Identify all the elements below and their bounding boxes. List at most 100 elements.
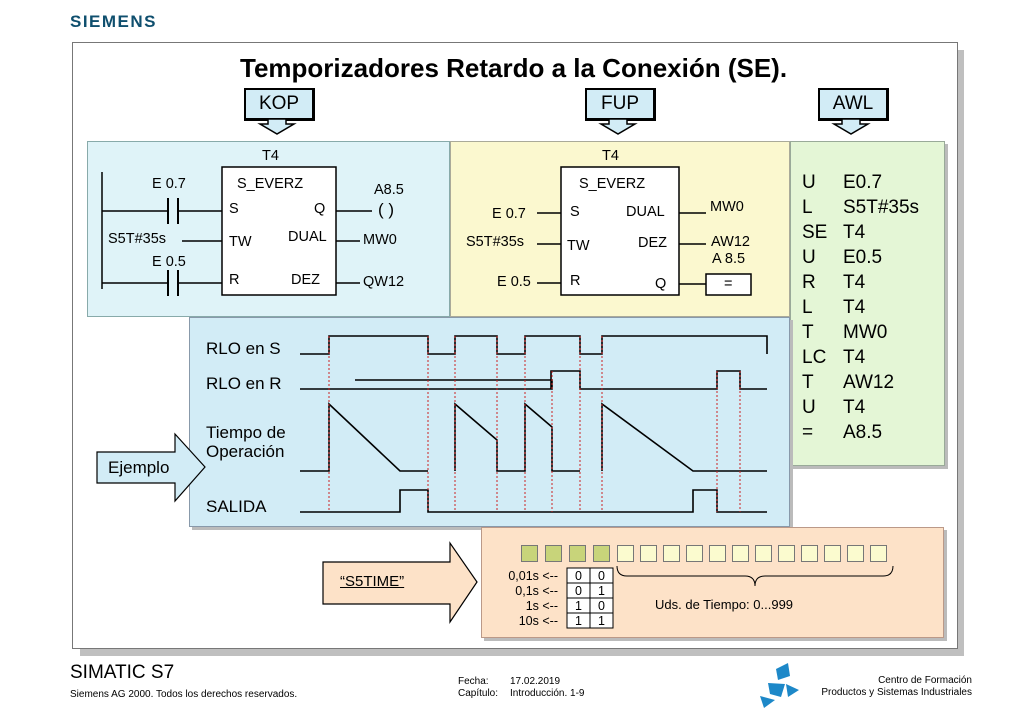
value-bit (755, 545, 772, 562)
training-center-line-2: Productos y Sistemas Industriales (821, 687, 972, 698)
code-bit: 1 (598, 584, 605, 598)
timing-label-time-2: Operación (206, 442, 285, 461)
fup-output-dez: AW12 (711, 234, 750, 250)
awl-op: = (802, 422, 814, 443)
value-bit (617, 545, 634, 562)
value-bit (686, 545, 703, 562)
time-base: 1s <-- (525, 599, 558, 613)
awl-op: R (802, 272, 816, 293)
timing-label-output: SALIDA (206, 497, 267, 516)
kop-timer-label: T4 (262, 148, 279, 164)
slide-title: Temporizadores Retardo a la Conexión (SE… (240, 53, 788, 83)
awl-arg: T4 (843, 297, 866, 318)
kop-arrow-icon (257, 118, 297, 135)
fup-pin-s: S (570, 204, 580, 220)
chapter-label: Capítulo: (458, 688, 499, 699)
awl-arg: E0.7 (843, 172, 883, 193)
fup-timer-label: T4 (602, 148, 619, 164)
training-center-logo (760, 663, 799, 708)
copyright: Siemens AG 2000. Todos los derechos rese… (70, 689, 298, 700)
value-bit (847, 545, 864, 562)
base-bit (521, 545, 538, 562)
s5time-label: “S5TIME” (340, 573, 405, 590)
kop-input-r: E 0.5 (152, 254, 186, 270)
base-bit (569, 545, 586, 562)
awl-arg: T4 (843, 222, 866, 243)
awl-op: U (802, 397, 816, 418)
code-bit: 1 (575, 599, 582, 613)
awl-op: L (802, 297, 813, 318)
awl-arrow-icon (831, 118, 871, 135)
fup-pin-dual: DUAL (626, 204, 665, 220)
awl-arg: T4 (843, 397, 866, 418)
kop-pin-dez: DEZ (291, 272, 320, 288)
value-bit (824, 545, 841, 562)
example-arrow-icon (96, 432, 206, 503)
time-base: 0,01s <-- (508, 569, 558, 583)
product-name: SIMATIC S7 (70, 662, 175, 683)
value-bit (778, 545, 795, 562)
rlo-s-signal (300, 335, 768, 355)
awl-arg: AW12 (843, 372, 895, 393)
fup-pin-q: Q (655, 276, 667, 292)
kop-pin-s: S (229, 201, 239, 217)
frame-shadow (958, 50, 964, 656)
time-base: 10s <-- (518, 614, 558, 628)
fup-output-q: A 8.5 (712, 251, 746, 267)
units-label: Uds. de Tiempo: 0...999 (655, 597, 794, 612)
kop-pin-dual: DUAL (288, 229, 327, 245)
kop-output-q: A8.5 (374, 182, 404, 198)
base-bit (545, 545, 562, 562)
timing-label-s: RLO en S (206, 339, 281, 358)
fup-pin-tw: TW (567, 238, 590, 254)
awl-arg: MW0 (843, 322, 888, 343)
value-bit (732, 545, 749, 562)
fup-block-name: S_EVERZ (579, 176, 646, 192)
value-bit (870, 545, 887, 562)
awl-op: U (802, 247, 816, 268)
code-bit: 0 (598, 599, 605, 613)
example-label: Ejemplo (108, 458, 170, 477)
kop-pin-r: R (229, 272, 240, 288)
s5time-arrow-icon (322, 541, 478, 624)
units-brace (616, 565, 894, 587)
fup-pin-dez: DEZ (638, 235, 667, 251)
kop-pin-tw: TW (229, 234, 252, 250)
siemens-logo: SIEMENS (70, 12, 158, 31)
code-bit: 0 (598, 569, 605, 583)
awl-op: U (802, 172, 816, 193)
timing-label-r: RLO en R (206, 374, 282, 393)
rlo-r-signal (300, 370, 767, 390)
awl-panel (790, 141, 945, 466)
date-label: Fecha: (458, 676, 489, 687)
awl-arg: T4 (843, 272, 866, 293)
code-bit: 0 (575, 569, 582, 583)
timing-panel (189, 317, 790, 527)
code-bit: 1 (575, 614, 582, 628)
training-center-line-1: Centro de Formación (878, 675, 972, 686)
chapter-value: Introducción. 1-9 (510, 688, 585, 699)
operation-time-signal (300, 402, 767, 472)
value-bit (663, 545, 680, 562)
awl-arg: S5T#35s (843, 197, 920, 218)
fup-output-dual: MW0 (710, 199, 744, 215)
base-bit (593, 545, 610, 562)
code-bit: 1 (598, 614, 605, 628)
awl-op: L (802, 197, 813, 218)
code-bit: 0 (575, 584, 582, 598)
kop-output-dual: MW0 (363, 232, 397, 248)
awl-arg: T4 (843, 347, 866, 368)
awl-arg: E0.5 (843, 247, 883, 268)
fup-pin-r: R (570, 273, 581, 289)
date-value: 17.02.2019 (510, 676, 561, 687)
awl-arg: A8.5 (843, 422, 883, 443)
fup-input-r: E 0.5 (497, 274, 531, 290)
value-bit (801, 545, 818, 562)
frame-shadow (80, 649, 964, 656)
kop-input-s: E 0.7 (152, 176, 186, 192)
value-bit (709, 545, 726, 562)
time-base: 0,1s <-- (515, 584, 558, 598)
kop-block-name: S_EVERZ (237, 176, 304, 192)
awl-op: SE (802, 222, 828, 243)
